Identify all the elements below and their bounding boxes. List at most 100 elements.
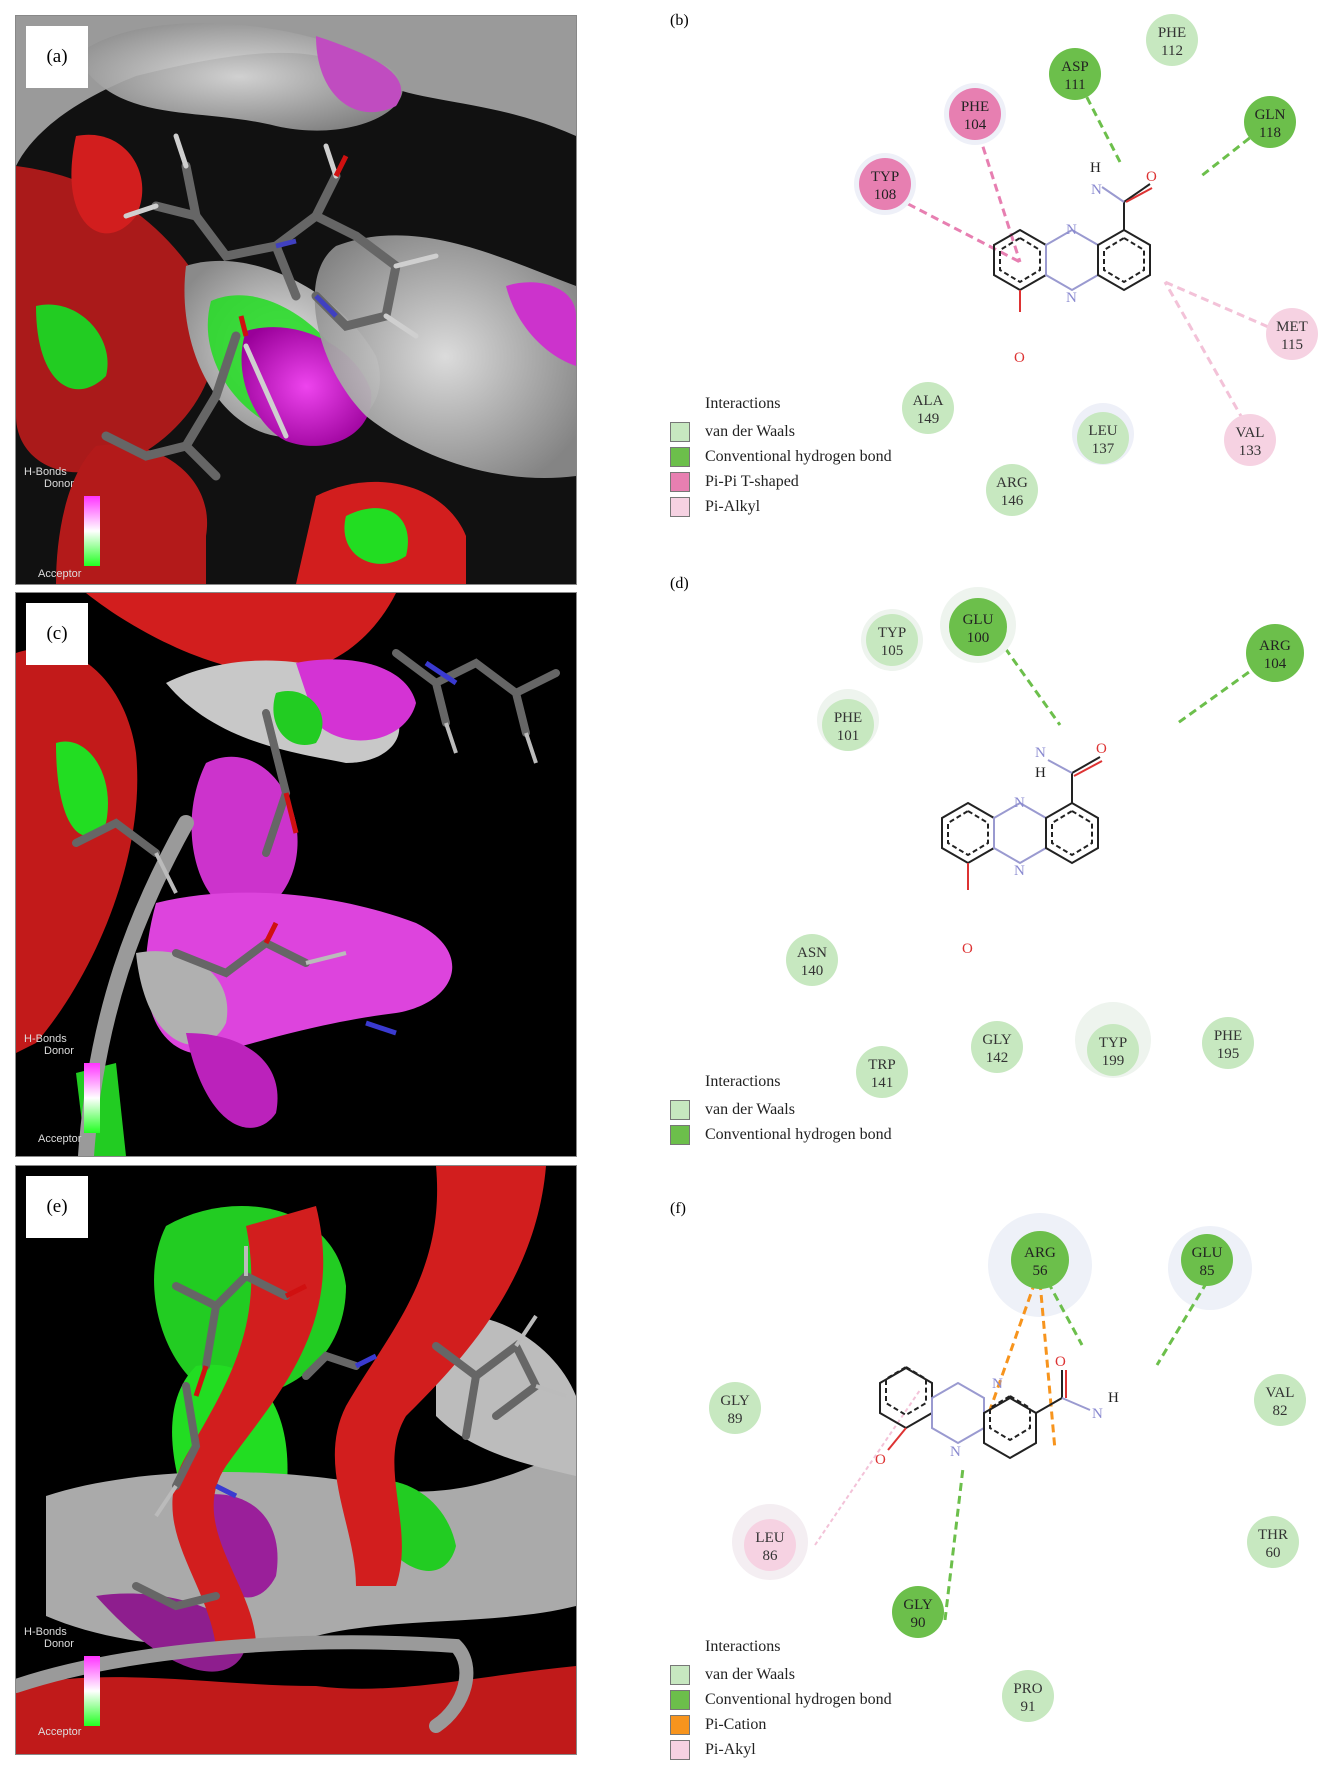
svg-text:ALA: ALA	[913, 393, 944, 409]
atom-o: O	[875, 1452, 886, 1468]
svg-text:PHE: PHE	[961, 99, 989, 115]
residue-gln-118: GLN 118	[1244, 96, 1296, 148]
atom-h: H	[1090, 160, 1101, 176]
hbond-legend: H-Bonds Donor Acceptor	[24, 1626, 100, 1738]
svg-text:133: 133	[1239, 443, 1262, 459]
diagram-b-svg: O N H N N O PHE 112 ASP 111 GLN 118 PHE …	[854, 14, 1318, 516]
residue-pro-91: PRO 91	[1002, 1670, 1054, 1722]
atom-h: H	[1108, 1390, 1119, 1406]
svg-text:111: 111	[1064, 77, 1085, 93]
residue-leu-86: LEU 86	[732, 1504, 808, 1580]
svg-text:GLU: GLU	[963, 612, 994, 628]
residue-glu-85: GLU 85	[1181, 1234, 1233, 1286]
residue-gly-90: GLY 90	[892, 1586, 944, 1638]
svg-text:100: 100	[967, 630, 990, 646]
diagram-d-2d-interactions: (d) O N H N N O TYP 105 GLU 100	[670, 575, 1330, 1145]
hbond-legend-donor: Donor	[44, 1045, 74, 1057]
svg-text:108: 108	[874, 187, 897, 203]
panel-label: (c)	[26, 603, 88, 665]
diagram-d-svg: O N H N N O TYP 105 GLU 100 ARG 104 PHE …	[786, 587, 1304, 1098]
hbond-legend-acceptor: Acceptor	[38, 568, 82, 580]
svg-text:195: 195	[1217, 1046, 1240, 1062]
hbond-gradient-bar	[84, 1656, 100, 1726]
svg-text:112: 112	[1161, 43, 1183, 59]
svg-text:GLY: GLY	[982, 1032, 1011, 1048]
hbond-legend-title: H-Bonds	[24, 1626, 67, 1638]
residue-phe-195: PHE 195	[1202, 1017, 1254, 1069]
legend-item: Pi-Cation	[670, 1712, 892, 1737]
hbond-legend-title: H-Bonds	[24, 1033, 67, 1045]
svg-text:60: 60	[1266, 1545, 1281, 1561]
svg-text:VAL: VAL	[1236, 425, 1265, 441]
atom-n: N	[1035, 745, 1046, 761]
atom-o: O	[1014, 350, 1025, 366]
legend-item: Conventional hydrogen bond	[670, 444, 892, 469]
ligand-structure	[941, 756, 1103, 890]
residue-phe-104: PHE 104	[944, 83, 1006, 145]
panel-c-render	[16, 593, 576, 1156]
svg-text:ASP: ASP	[1061, 59, 1089, 75]
panel-label: (e)	[26, 1176, 88, 1238]
panel-a-render	[16, 16, 576, 584]
panel-e-3d-view: (e) H-Bonds Donor Acceptor	[15, 1165, 577, 1755]
atom-o: O	[1055, 1354, 1066, 1370]
ligand-structure	[993, 183, 1153, 312]
hbond-legend-acceptor: Acceptor	[38, 1726, 82, 1738]
residue-leu-137: LEU 137	[1072, 403, 1134, 465]
residue-trp-141: TRP 141	[856, 1046, 908, 1098]
residue-phe-101: PHE 101	[817, 689, 879, 751]
atom-n: N	[950, 1444, 961, 1460]
svg-text:PRO: PRO	[1013, 1681, 1042, 1697]
residue-arg-104: ARG 104	[1246, 624, 1304, 682]
interactions-legend: Interactions van der Waals Conventional …	[670, 1073, 892, 1147]
residue-asn-140: ASN 140	[786, 934, 838, 986]
svg-text:56: 56	[1033, 1263, 1049, 1279]
diagram-label: (b)	[670, 12, 689, 29]
residue-asp-111: ASP 111	[1049, 48, 1101, 100]
legend-title: Interactions	[705, 1638, 781, 1655]
interaction-lines	[884, 73, 1281, 433]
diagram-f-svg: O N H N N O ARG 56 GLU 85 GLY 89 VAL 82 …	[709, 1213, 1306, 1722]
panel-e-render	[16, 1166, 576, 1754]
svg-text:118: 118	[1259, 125, 1281, 141]
hbond-gradient-bar	[84, 1063, 100, 1133]
legend-item: van der Waals	[670, 419, 892, 444]
svg-text:THR: THR	[1258, 1527, 1288, 1543]
atom-o: O	[962, 941, 973, 957]
residue-ala-149: ALA 149	[902, 382, 954, 434]
svg-text:TYP: TYP	[1099, 1035, 1127, 1051]
svg-text:142: 142	[986, 1050, 1009, 1066]
svg-text:ARG: ARG	[1024, 1245, 1056, 1261]
svg-text:PHE: PHE	[1214, 1028, 1242, 1044]
residue-glu-100: GLU 100	[940, 587, 1016, 663]
svg-text:TRP: TRP	[868, 1057, 896, 1073]
svg-text:GLU: GLU	[1192, 1245, 1223, 1261]
hbond-gradient-bar	[84, 496, 100, 566]
svg-text:ARG: ARG	[996, 475, 1028, 491]
atom-n: N	[1014, 863, 1025, 879]
panel-label: (a)	[26, 26, 88, 88]
legend-title: Interactions	[705, 395, 781, 412]
svg-text:GLN: GLN	[1255, 107, 1286, 123]
residue-val-133: VAL 133	[1224, 414, 1276, 466]
residue-arg-56: ARG 56	[1011, 1231, 1069, 1289]
svg-text:TYP: TYP	[878, 625, 906, 641]
atom-n: N	[1066, 222, 1077, 238]
residue-phe-112: PHE 112	[1146, 14, 1198, 66]
atom-n: N	[1066, 290, 1077, 306]
svg-text:GLY: GLY	[720, 1393, 749, 1409]
hbond-legend-donor: Donor	[44, 1638, 74, 1650]
interactions-legend: Interactions van der Waals Conventional …	[670, 395, 892, 519]
diagram-label: (f)	[670, 1200, 686, 1217]
svg-text:90: 90	[911, 1615, 926, 1631]
legend-item: Pi-Alkyl	[670, 494, 892, 519]
interactions-legend: Interactions van der Waals Conventional …	[670, 1638, 892, 1762]
hbond-legend-acceptor: Acceptor	[38, 1133, 82, 1145]
ligand-structure-detail	[885, 1365, 1091, 1451]
atom-n: N	[1092, 1406, 1103, 1422]
legend-title: Interactions	[705, 1073, 781, 1090]
legend-item: Conventional hydrogen bond	[670, 1122, 892, 1147]
residue-gly-142: GLY 142	[971, 1021, 1023, 1073]
panel-c-3d-view: (c) H-Bonds Donor Acceptor	[15, 592, 577, 1157]
legend-item: Pi-Pi T-shaped	[670, 469, 892, 494]
